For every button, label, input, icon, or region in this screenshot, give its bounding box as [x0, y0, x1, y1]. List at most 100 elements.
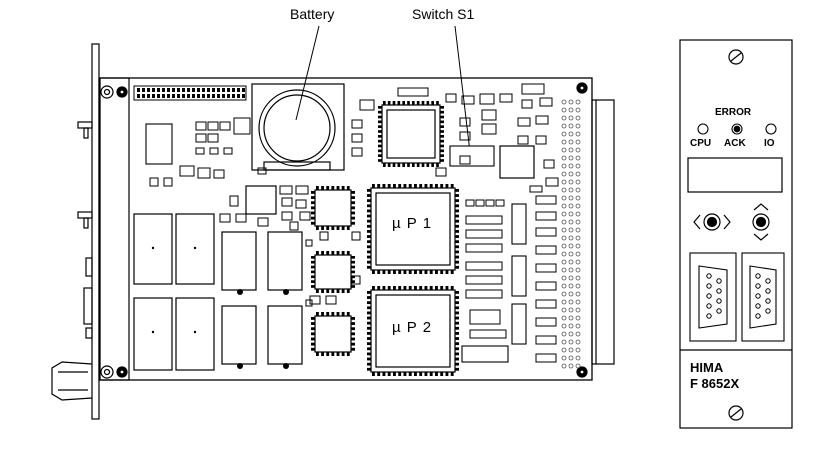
header-pin: [162, 88, 165, 92]
header-pin: [212, 94, 215, 98]
pad: [575, 195, 581, 201]
ic-pin: [351, 201, 355, 205]
up1-pin: [393, 184, 396, 188]
up1-pin: [393, 270, 396, 274]
component: [351, 231, 361, 241]
ic-pin: [321, 312, 324, 316]
pad: [561, 171, 567, 177]
pad: [575, 339, 581, 345]
ic-pin: [407, 163, 410, 167]
io-led: [765, 123, 777, 135]
ic-pin: [336, 289, 340, 293]
component: [543, 159, 555, 169]
up2-pin: [403, 286, 407, 290]
ic-pin: [440, 154, 444, 157]
ic-pin: [311, 270, 315, 274]
up2-pin: [372, 372, 375, 376]
up2-pin: [372, 286, 375, 290]
up2-pin: [455, 337, 459, 340]
ic-pin: [440, 115, 444, 119]
up2-pin: [367, 352, 371, 356]
up1-pin: [414, 184, 417, 188]
ic-pin: [383, 101, 386, 105]
up2-pin: [455, 296, 459, 299]
horizontal-select-button: [693, 213, 731, 231]
ic-pin: [311, 322, 315, 325]
up2-pin: [393, 372, 396, 376]
pad: [568, 275, 574, 281]
up1-pin: [414, 270, 417, 274]
ic-pin: [436, 101, 439, 105]
pad: [568, 123, 574, 129]
ic-pin: [378, 115, 382, 119]
ic-pin: [311, 337, 315, 341]
up1-pin: [367, 250, 371, 254]
header-pin: [207, 94, 210, 98]
pad: [568, 339, 574, 345]
header-pin: [182, 88, 185, 92]
component: [535, 211, 557, 221]
up2-pin: [455, 326, 459, 330]
ic-pin: [416, 101, 420, 105]
component: [535, 299, 557, 309]
pad: [575, 123, 581, 129]
component: [485, 199, 495, 207]
up2-pin: [367, 337, 371, 340]
serial-connectors: [689, 252, 785, 342]
up2-pin: [387, 372, 391, 376]
component: [195, 147, 205, 155]
up1-pin: [403, 184, 407, 188]
connector-pin: [755, 313, 761, 319]
pad: [568, 155, 574, 161]
pad: [568, 203, 574, 209]
up2-pin: [419, 372, 423, 376]
component: [499, 93, 513, 103]
up2-pin: [367, 362, 371, 366]
header-pin: [162, 94, 165, 98]
pad: [575, 179, 581, 185]
pad: [575, 347, 581, 353]
up2-pin: [424, 372, 428, 376]
vertical-select-button: [752, 203, 770, 241]
pad: [568, 251, 574, 257]
pad: [568, 267, 574, 273]
header-pin: [212, 88, 215, 92]
pad: [561, 315, 567, 321]
component: [219, 213, 231, 223]
pad: [575, 283, 581, 289]
up2-pin: [403, 372, 407, 376]
up1-pin: [367, 204, 371, 208]
header-pin: [237, 88, 240, 92]
component: [325, 295, 337, 305]
ic-pin: [311, 221, 315, 225]
up2-pin: [455, 332, 459, 335]
pad: [561, 211, 567, 217]
ic-pin: [378, 125, 382, 128]
pad: [561, 219, 567, 225]
up2-pin: [367, 347, 371, 351]
ic-pin: [331, 289, 335, 293]
ic-pin: [397, 163, 401, 167]
connector-pin: [706, 293, 712, 299]
ic-pin: [341, 312, 345, 316]
ic-pin: [421, 101, 425, 105]
ic-pin: [378, 120, 382, 124]
up2-pin: [414, 372, 417, 376]
ic-pin: [378, 159, 382, 162]
connector-pin: [716, 298, 722, 304]
ic-pin: [351, 270, 355, 274]
pad: [568, 291, 574, 297]
ic-pin: [351, 275, 355, 279]
relay-blocks: [133, 213, 303, 371]
component: [235, 213, 247, 223]
ic-pin: [331, 352, 335, 356]
pad: [568, 211, 574, 217]
up1-pin: [455, 204, 459, 208]
pad: [568, 347, 574, 353]
up1-pin: [367, 194, 371, 197]
pad: [575, 235, 581, 241]
component: [535, 245, 557, 255]
component: [535, 263, 557, 273]
up1-pin: [419, 184, 423, 188]
pad: [575, 243, 581, 249]
